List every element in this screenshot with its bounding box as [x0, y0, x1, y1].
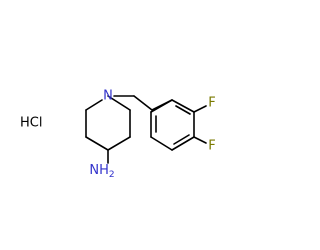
- bond-ar6-ar1: [150, 99, 173, 113]
- amine-label: NH2: [89, 163, 114, 180]
- bond-ar2-f-top: [193, 105, 207, 113]
- bond-ar3-ar4: [171, 136, 195, 151]
- amine-subscript: 2: [109, 170, 115, 180]
- double-bond-inner-2: [173, 134, 190, 145]
- double-bond-inner-1: [175, 105, 191, 115]
- bond-n1-c2: [107, 95, 131, 111]
- ring-nitrogen-label: N: [103, 89, 113, 104]
- bond-ar3-f-bottom: [193, 136, 207, 144]
- hydrochloride-label: HCl: [20, 116, 42, 131]
- fluorine-bottom-label: F: [208, 139, 215, 154]
- bond-c3-c4: [107, 136, 131, 151]
- bond-ar4-ar5: [150, 136, 173, 151]
- bond-c4-c5: [85, 136, 109, 151]
- bond-ar1-ar2: [171, 99, 195, 113]
- bond-n-ch2: [133, 95, 153, 111]
- fluorine-top-label: F: [208, 96, 215, 111]
- amine-nh-text: NH: [89, 163, 109, 178]
- chemical-structure-diagram: N NH2 F F HCl: [20, 89, 216, 180]
- piperidine-ring: [85, 95, 131, 151]
- benzene-ring: [150, 99, 195, 151]
- bond-c6-n1: [85, 99, 103, 111]
